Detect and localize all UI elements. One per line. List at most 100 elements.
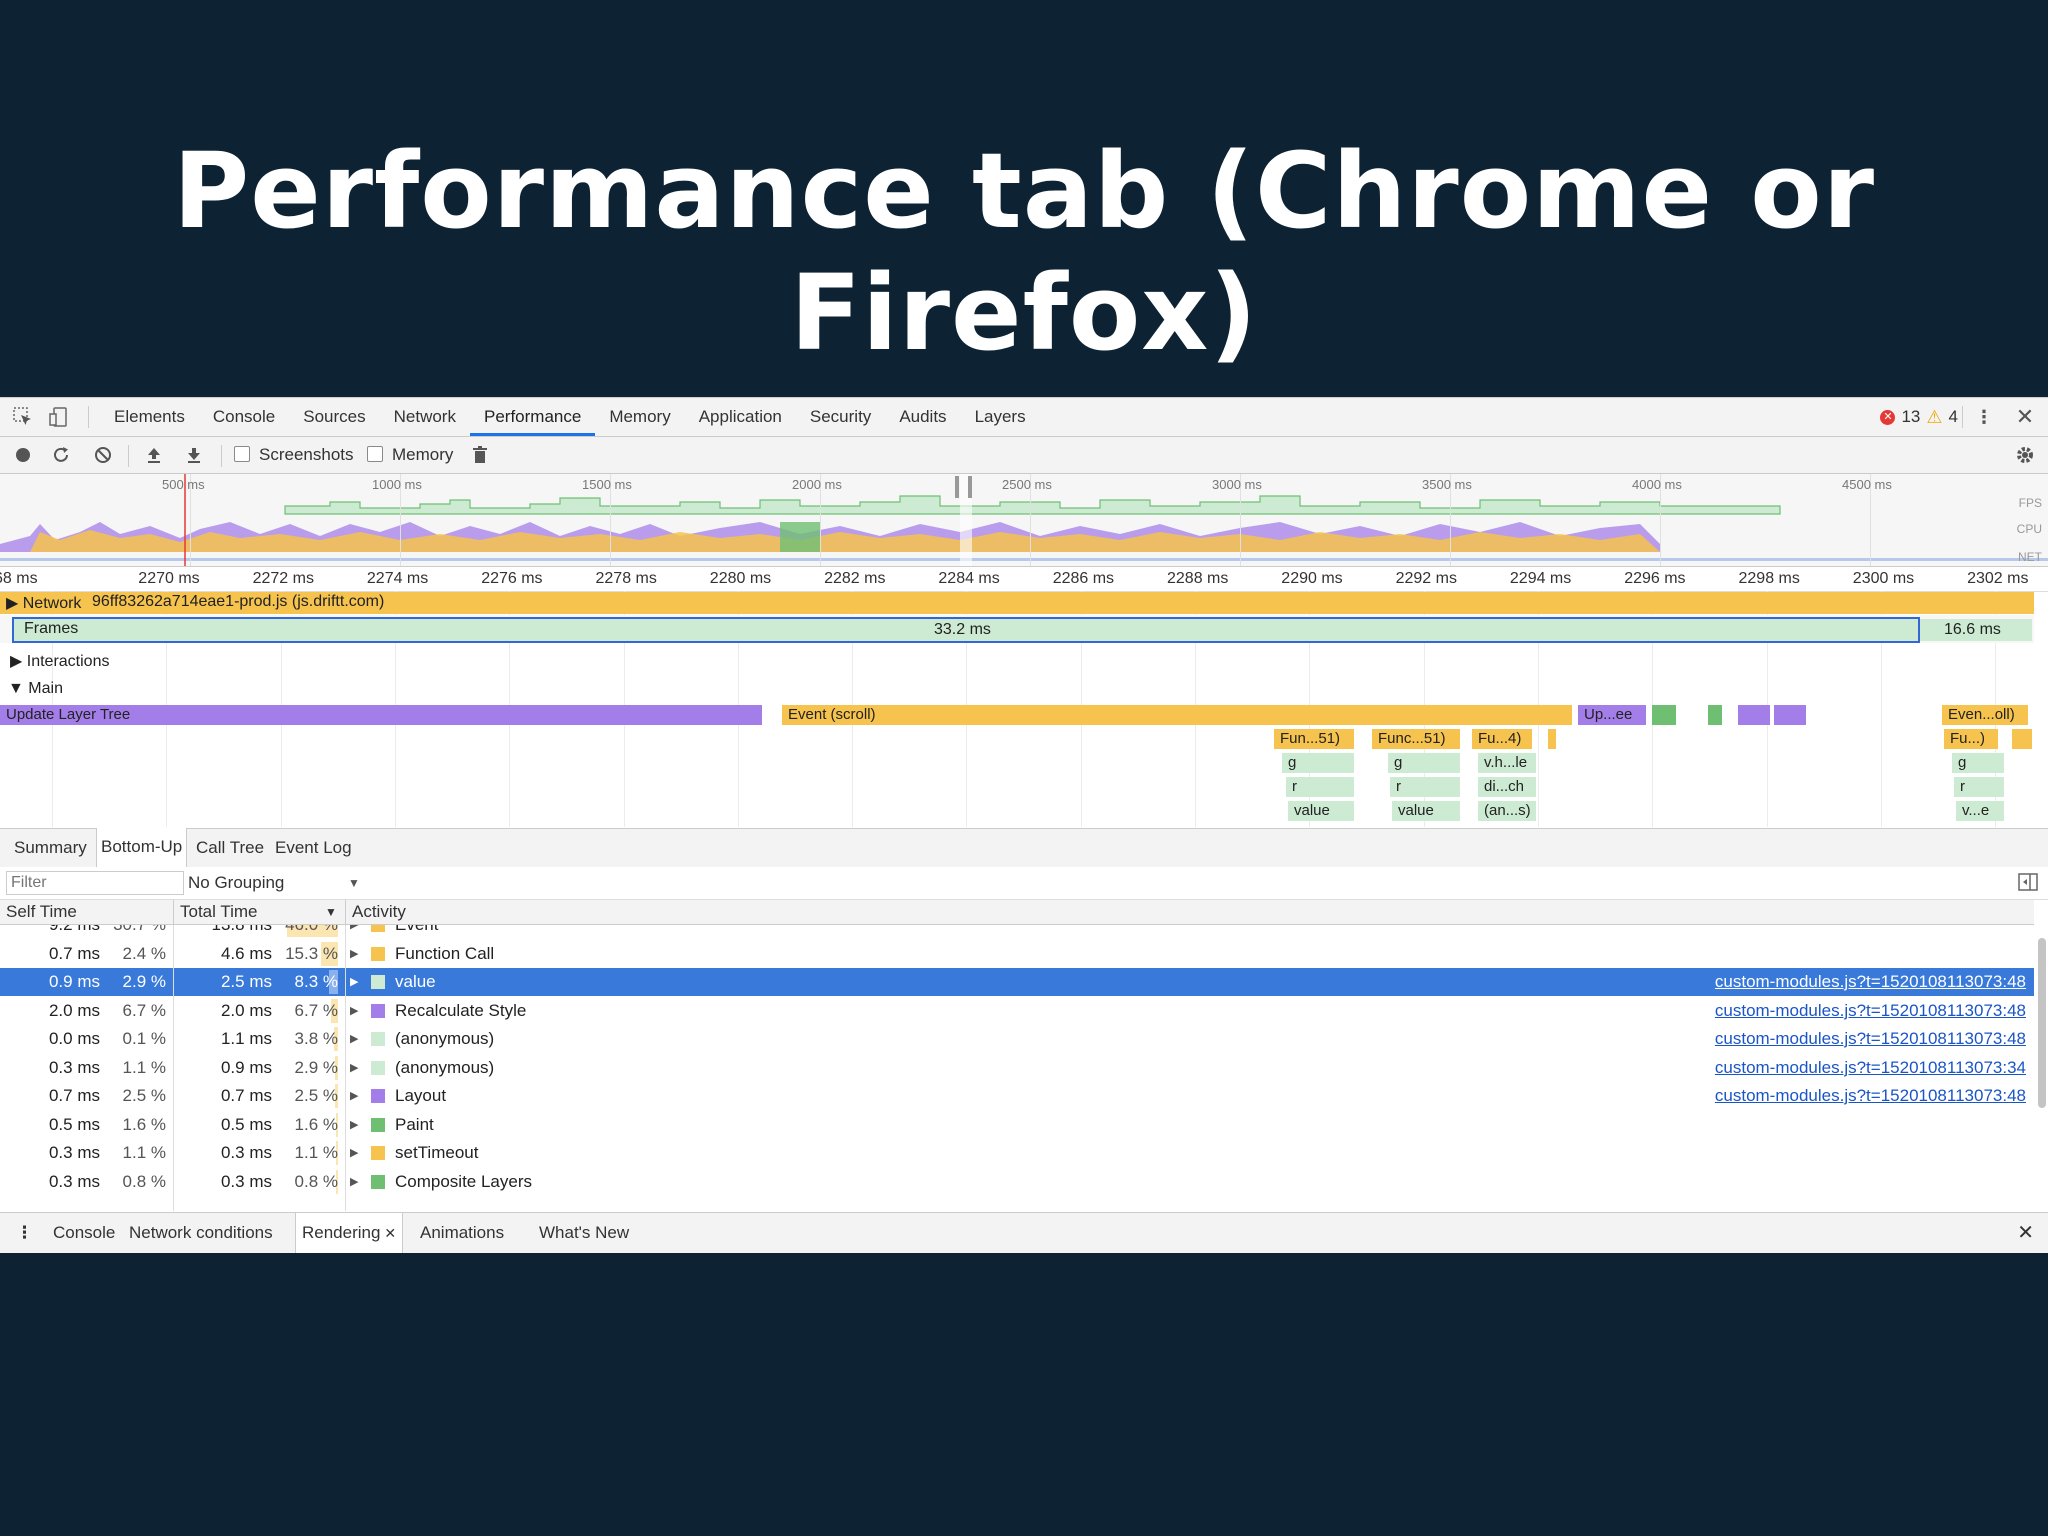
drawer-menu-icon[interactable]: ⋮	[16, 1223, 33, 1242]
activity-header[interactable]: Activity	[352, 902, 406, 921]
interactions-track-label[interactable]: ▶ Interactions	[10, 653, 110, 670]
source-link[interactable]: custom-modules.js?t=1520108113073:48	[1714, 1000, 2026, 1020]
flame-event[interactable]: value	[1392, 801, 1460, 821]
memory-checkbox[interactable]	[367, 446, 383, 462]
expand-arrow-icon[interactable]: ▶	[350, 1118, 359, 1131]
total-time-header[interactable]: Total Time	[180, 902, 258, 921]
tab-console[interactable]: Console	[212, 407, 276, 426]
close-drawer-icon[interactable]: ✕	[2017, 1222, 2034, 1244]
flame-event[interactable]: Fu...)	[1944, 729, 1998, 749]
flame-event[interactable]: Func...51)	[1372, 729, 1460, 749]
main-track-label[interactable]: ▼ Main	[8, 680, 63, 697]
source-link[interactable]: custom-modules.js?t=1520108113073:48	[1714, 1029, 2026, 1048]
flame-event[interactable]: v...e	[1956, 801, 2004, 821]
capture-settings-icon[interactable]	[2014, 444, 2036, 466]
tab-audits[interactable]: Audits	[899, 407, 947, 426]
network-track[interactable]: ▶ Network 96ff83262a714eae1-prod.js (js.…	[0, 592, 2034, 614]
drawer-tab-animations[interactable]: Animations	[420, 1213, 504, 1253]
expand-arrow-icon[interactable]: ▶	[350, 1004, 359, 1017]
source-link[interactable]: custom-modules.js?t=1520108113073:48	[1714, 972, 2026, 991]
source-link[interactable]: custom-modules.js?t=1520108113073:34	[1714, 1057, 2026, 1077]
frame-block[interactable]: Frames 33.2 ms	[12, 617, 1920, 643]
record-icon[interactable]	[12, 444, 34, 466]
issue-counts[interactable]: ✕ 13 ⚠ 4	[1880, 398, 1958, 436]
trash-icon[interactable]	[469, 444, 491, 466]
tab-network[interactable]: Network	[393, 407, 456, 426]
flame-event[interactable]: Update Layer Tree	[0, 705, 762, 725]
more-options-icon[interactable]: ⋮	[1975, 407, 1993, 427]
flame-event[interactable]	[2012, 729, 2032, 749]
drawer-tab-rendering[interactable]: Rendering ✕	[295, 1213, 404, 1253]
flame-event[interactable]: value	[1288, 801, 1354, 821]
drawer-tab-console[interactable]: Console	[53, 1213, 115, 1253]
flame-event[interactable]: Fun...51)	[1274, 729, 1354, 749]
flame-event[interactable]: (an...s)	[1478, 801, 1536, 821]
flame-event[interactable]: r	[1286, 777, 1354, 797]
drawer-tab-network-conditions[interactable]: Network conditions	[129, 1213, 273, 1253]
flame-event[interactable]: g	[1952, 753, 2004, 773]
flame-event[interactable]: Up...ee	[1578, 705, 1646, 725]
flame-event[interactable]: r	[1954, 777, 2004, 797]
details-tab-summary[interactable]: Summary	[14, 838, 87, 857]
flame-event[interactable]	[1652, 705, 1676, 725]
reload-record-icon[interactable]	[50, 444, 72, 466]
expand-arrow-icon[interactable]: ▶	[350, 1175, 359, 1188]
drawer-tab-what-s-new[interactable]: What's New	[539, 1213, 629, 1253]
flame-event[interactable]: Fu...4)	[1472, 729, 1532, 749]
expand-arrow-icon[interactable]: ▶	[350, 976, 359, 988]
flame-event[interactable]: di...ch	[1478, 777, 1536, 797]
flame-event[interactable]	[1548, 729, 1556, 749]
filter-input[interactable]	[6, 871, 184, 895]
expand-arrow-icon[interactable]: ▶	[350, 1090, 359, 1102]
flame-event[interactable]: g	[1282, 753, 1354, 773]
grouping-select[interactable]: No Grouping▼	[188, 867, 360, 899]
flame-event[interactable]: r	[1390, 777, 1460, 797]
device-toolbar-icon[interactable]	[48, 406, 70, 428]
network-request[interactable]: 96ff83262a714eae1-prod.js (js.driftt.com…	[92, 593, 385, 610]
flame-event[interactable]	[1708, 705, 1722, 725]
tab-sources[interactable]: Sources	[303, 407, 366, 426]
details-tab-call-tree[interactable]: Call Tree	[196, 838, 265, 857]
inspect-element-icon[interactable]	[12, 406, 34, 428]
tab-layers[interactable]: Layers	[974, 407, 1026, 426]
close-devtools-icon[interactable]: ✕	[2015, 404, 2035, 429]
flame-event[interactable]: Event (scroll)	[782, 705, 1572, 725]
tab-elements[interactable]: Elements	[114, 407, 185, 426]
tab-application[interactable]: Application	[698, 407, 782, 426]
expand-arrow-icon[interactable]: ▶	[350, 925, 359, 931]
frame-block[interactable]: 16.6 ms	[1920, 619, 2032, 641]
frames-track[interactable]: Frames 33.2 ms 16.6 ms	[0, 615, 2034, 643]
source-link[interactable]: custom-modules.js?t=1520108113073:48	[1714, 1086, 2026, 1105]
flame-event[interactable]: v.h...le	[1478, 753, 1536, 773]
self-time-header[interactable]: Self Time	[6, 902, 77, 921]
load-profile-icon[interactable]	[143, 444, 165, 466]
expand-arrow-icon[interactable]: ▶	[350, 1033, 359, 1045]
expand-arrow-icon[interactable]: ▶	[350, 1061, 359, 1074]
expand-arrow-icon[interactable]: ▶	[350, 947, 359, 960]
flame-event[interactable]	[1738, 705, 1770, 725]
flame-event[interactable]: Even...oll)	[1942, 705, 2028, 725]
tab-performance[interactable]: Performance	[469, 398, 596, 436]
screenshots-checkbox[interactable]	[234, 446, 250, 462]
flame-event[interactable]	[1774, 705, 1806, 725]
expand-arrow-icon[interactable]: ▶	[350, 1147, 359, 1159]
table-scrollbar[interactable]	[2038, 938, 2046, 1108]
clear-icon[interactable]	[92, 444, 114, 466]
details-tab-bottom-up[interactable]: Bottom-Up	[96, 828, 188, 867]
close-tab-icon[interactable]: ✕	[380, 1225, 397, 1241]
tab-memory[interactable]: Memory	[609, 407, 671, 426]
toggle-sidebar-icon[interactable]	[2018, 873, 2038, 891]
tab-security[interactable]: Security	[809, 407, 872, 426]
save-profile-icon[interactable]	[183, 444, 205, 466]
